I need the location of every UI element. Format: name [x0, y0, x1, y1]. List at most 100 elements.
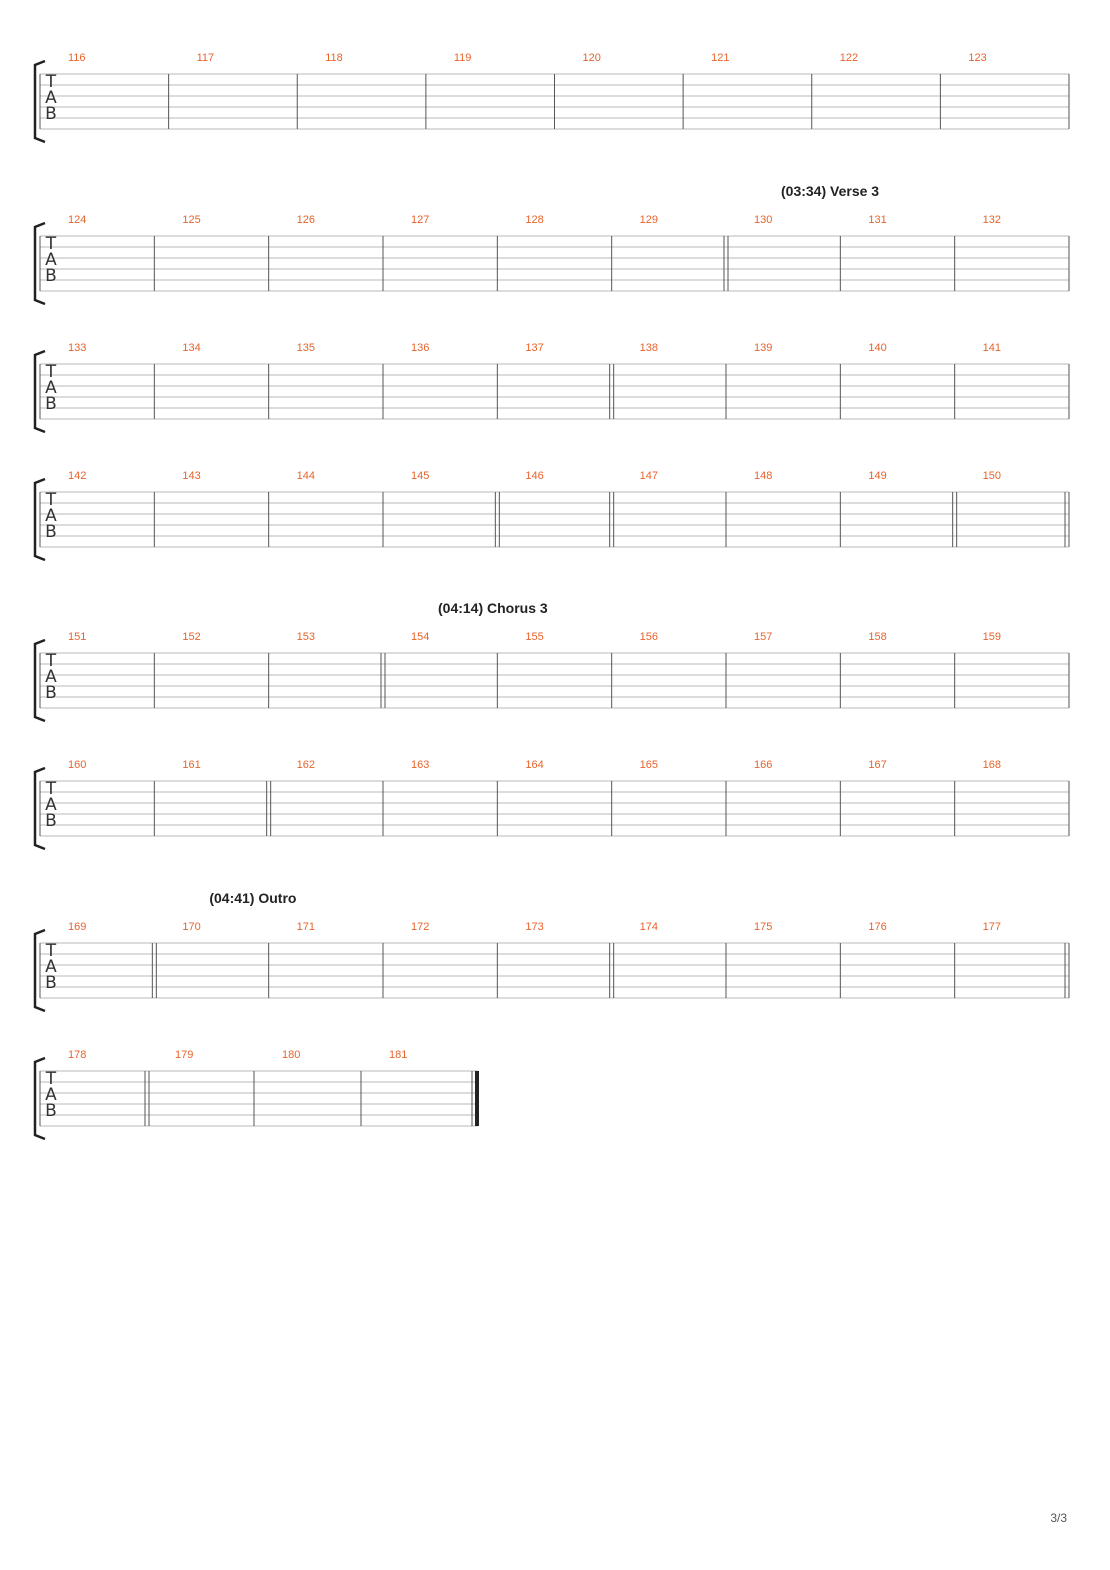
measure-number: 139 [754, 342, 772, 354]
tab-system: TAB 169 170 (04:41) Outro 171 172 173 174 175 176… [33, 890, 1070, 1013]
tab-clef-letter: T [45, 651, 57, 671]
measure-number: 155 [525, 631, 543, 643]
measure-number: 134 [182, 342, 200, 354]
measure-number: 156 [640, 631, 658, 643]
tab-clef-letter: B [45, 811, 57, 831]
measure-number: 174 [640, 921, 658, 933]
tab-clef-letter: B [45, 394, 57, 414]
tab-clef-letter: B [45, 522, 57, 542]
measure-number: 144 [297, 470, 315, 482]
section-marker: (04:41) Outro [209, 890, 296, 906]
measure-number: 120 [583, 52, 601, 64]
tab-clef-letter: T [45, 1069, 57, 1089]
measure-number: 119 [454, 52, 472, 64]
measure-number: 117 [197, 52, 215, 64]
measure-number: 160 [68, 759, 86, 771]
measure-number: 125 [182, 214, 200, 226]
measure-number: 142 [68, 470, 86, 482]
measure-number: 181 [389, 1049, 407, 1061]
measure-number: 133 [68, 342, 86, 354]
measure-number: 167 [868, 759, 886, 771]
measure-number: 176 [868, 921, 886, 933]
measure-number: 122 [840, 52, 858, 64]
tab-clef-letter: T [45, 234, 57, 254]
tab-clef-letter: B [45, 104, 57, 124]
tab-clef-letter: T [45, 362, 57, 382]
tab-clef-letter: T [45, 490, 57, 510]
measure-number: 161 [182, 759, 200, 771]
measure-number: 166 [754, 759, 772, 771]
measure-number: 123 [968, 52, 986, 64]
measure-number: 169 [68, 921, 86, 933]
measure-number: 162 [297, 759, 315, 771]
measure-number: 130 [754, 214, 772, 226]
measure-number: 173 [525, 921, 543, 933]
measure-number: 158 [868, 631, 886, 643]
tab-clef-letter: A [45, 378, 57, 398]
measure-number: 172 [411, 921, 429, 933]
measure-number: 148 [754, 470, 772, 482]
measure-number: 138 [640, 342, 658, 354]
tab-clef-letter: A [45, 250, 57, 270]
measure-number: 143 [182, 470, 200, 482]
staff-bracket [33, 221, 46, 306]
measure-number: 132 [983, 214, 1001, 226]
staff-bracket [33, 928, 46, 1013]
tab-system: TAB 160 161 162 163 164 165 166 167 168 [33, 759, 1070, 851]
tab-clef-letter: A [45, 88, 57, 108]
tab-clef-letter: A [45, 957, 57, 977]
measure-number: 121 [711, 52, 729, 64]
tab-system: TAB 178 179 180 181 [33, 1049, 479, 1141]
measure-number: 163 [411, 759, 429, 771]
measure-number: 152 [182, 631, 200, 643]
measure-number: 140 [868, 342, 886, 354]
tab-clef-letter: A [45, 795, 57, 815]
measure-number: 141 [983, 342, 1001, 354]
measure-number: 164 [525, 759, 543, 771]
measure-number: 137 [525, 342, 543, 354]
tab-clef-letter: T [45, 72, 57, 92]
page-number: 3/3 [1050, 1511, 1067, 1525]
measure-number: 165 [640, 759, 658, 771]
tab-clef-letter: B [45, 973, 57, 993]
measure-number: 175 [754, 921, 772, 933]
measure-number: 179 [175, 1049, 193, 1061]
measure-number: 178 [68, 1049, 86, 1061]
measure-number: 146 [525, 470, 543, 482]
measure-number: 150 [983, 470, 1001, 482]
measure-number: 170 [182, 921, 200, 933]
measure-number: 149 [868, 470, 886, 482]
section-marker: (03:34) Verse 3 [781, 183, 879, 199]
measure-number: 136 [411, 342, 429, 354]
section-marker: (04:14) Chorus 3 [438, 600, 548, 616]
measure-number: 171 [297, 921, 315, 933]
measure-number: 127 [411, 214, 429, 226]
tab-system: TAB 133 134 135 136 137 138 139 140 141 [33, 342, 1070, 434]
measure-number: 131 [868, 214, 886, 226]
tab-clef-letter: A [45, 506, 57, 526]
measure-number: 116 [68, 52, 86, 64]
measure-number: 135 [297, 342, 315, 354]
measure-number: 177 [983, 921, 1001, 933]
staff-bracket [33, 477, 46, 562]
measure-number: 145 [411, 470, 429, 482]
staff-bracket [33, 638, 46, 723]
measure-number: 147 [640, 470, 658, 482]
tab-clef-letter: B [45, 1101, 57, 1121]
measure-number: 168 [983, 759, 1001, 771]
measure-number: 153 [297, 631, 315, 643]
measure-number: 151 [68, 631, 86, 643]
tab-clef-letter: T [45, 941, 57, 961]
tab-clef-letter: T [45, 779, 57, 799]
tab-system: TAB 142 143 144 145 146 147 148 149 150 [33, 470, 1070, 562]
staff-bracket [33, 349, 46, 434]
tab-clef-letter: A [45, 667, 57, 687]
measure-number: 124 [68, 214, 86, 226]
tab-clef-letter: A [45, 1085, 57, 1105]
measure-number: 180 [282, 1049, 300, 1061]
